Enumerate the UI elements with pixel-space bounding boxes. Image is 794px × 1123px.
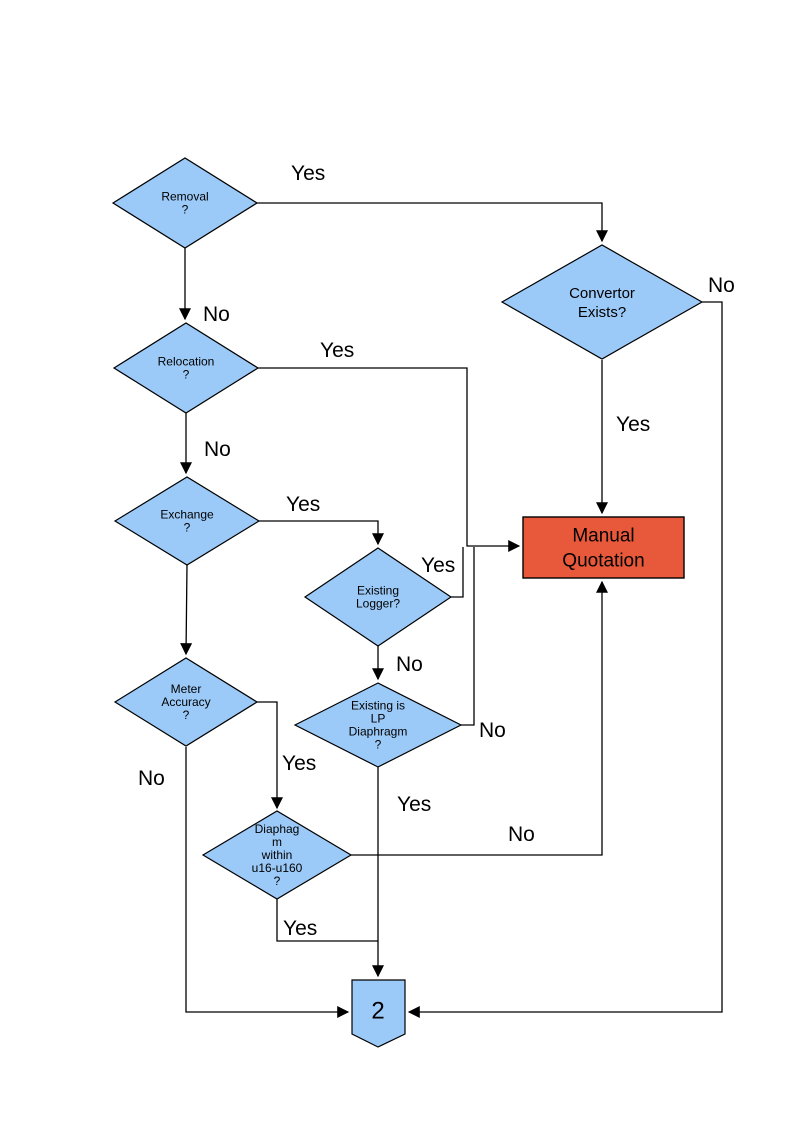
label-existing-lp-yes-label: Yes (397, 793, 431, 816)
edge-relocation-yes (258, 367, 521, 552)
relocation-decision-shape (112, 322, 260, 414)
meter-accuracy-decision-shape (113, 657, 259, 747)
edge-exchange-no (180, 564, 193, 656)
label-existing-logger-yes-label: Yes (421, 554, 455, 577)
existing-lp-diaphragm-decision-shape (293, 682, 463, 768)
edge-meter-accuracy-no (185, 747, 350, 1018)
offpage-connector-2-shape (351, 979, 406, 1048)
edge-exchange-yes (259, 520, 384, 546)
label-exchange-yes-label: Yes (286, 493, 320, 516)
offpage-connector-2-label: 2 (371, 997, 384, 1024)
edge-meter-accuracy-yes (257, 701, 283, 810)
edge-existing-logger-yes (450, 547, 464, 598)
label-meter-accuracy-no-label: No (138, 767, 165, 790)
label-relocation-yes-label: Yes (320, 339, 354, 362)
label-removal-no-label: No (203, 303, 230, 326)
edge-diaphragm-range-yes (276, 899, 378, 942)
edge-convertor-no (407, 301, 723, 1018)
label-convertor-no-label: No (708, 274, 735, 297)
diaphragm-range-decision-shape (201, 810, 353, 900)
label-diaphragm-range-yes-label: Yes (283, 917, 317, 940)
label-convertor-yes-label: Yes (616, 413, 650, 436)
label-diaphragm-range-no-label: No (508, 823, 535, 846)
edge-existing-lp-no (461, 547, 475, 726)
label-removal-yes-label: Yes (291, 162, 325, 185)
label-meter-accuracy-yes-label: Yes (282, 752, 316, 775)
label-existing-lp-no-label: No (479, 719, 506, 742)
existing-logger-decision-shape (303, 547, 453, 647)
label-existing-logger-no-label: No (396, 653, 423, 676)
removal-decision-label: Removal? (161, 190, 208, 217)
relocation-decision-label: Relocation? (158, 355, 215, 382)
exchange-decision-label: Exchange? (160, 508, 214, 535)
edge-diaphragm-range-no (351, 580, 608, 856)
label-relocation-no-label: No (204, 438, 231, 461)
edge-removal-yes (257, 202, 608, 243)
removal-decision-shape (111, 157, 259, 249)
convertor-exists-decision-shape (500, 244, 704, 360)
exchange-decision-shape (113, 476, 261, 566)
manual-quotation-box-shape (522, 516, 685, 579)
